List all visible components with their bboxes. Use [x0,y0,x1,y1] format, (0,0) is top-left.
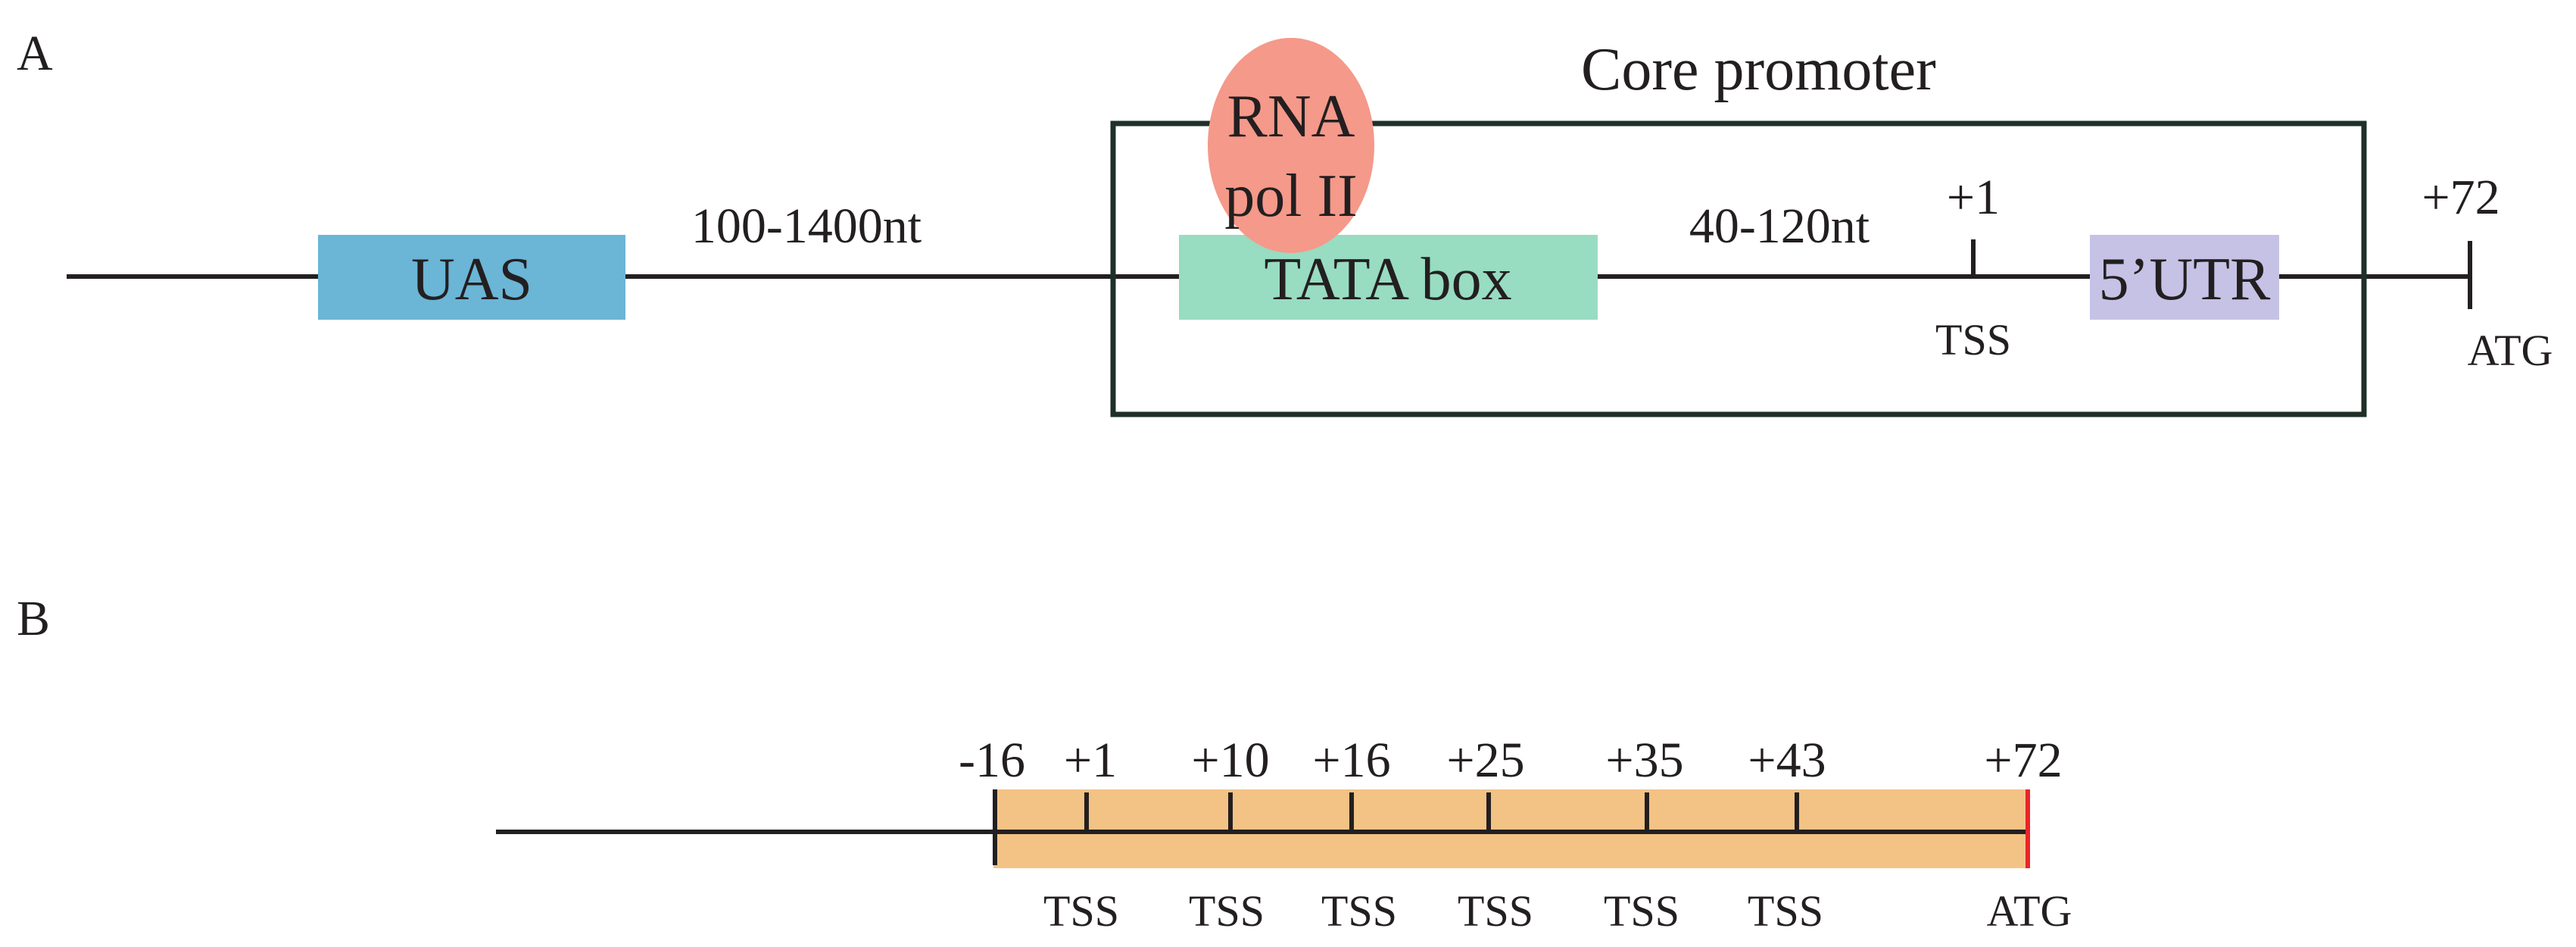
uas-box [318,235,625,320]
start-position-b: -16 [959,733,1025,788]
atg-label-a: ATG [2468,326,2553,375]
rna-pol-ii [1208,38,1374,253]
rna-pol-ii-line2: pol II [1224,163,1358,230]
tata-box-label: TATA box [1264,246,1511,313]
tss-position: +10 [1191,733,1269,788]
tss-label-a: TSS [1935,315,2011,364]
distance-tata-tss: 40-120nt [1689,198,1870,254]
tss-position: +25 [1446,733,1524,788]
rna-pol-ii-line1: RNA [1227,83,1355,150]
tss-position: +16 [1312,733,1390,788]
tata-box [1179,235,1598,320]
tss-position: +35 [1605,733,1683,788]
core-promoter-frame [1110,120,2367,417]
tss-label: TSS [1043,886,1119,936]
tss-label: TSS [1189,886,1265,936]
tss-position-a: +1 [1947,170,2000,225]
core-promoter-label: Core promoter [1581,36,1936,103]
utr-box [2090,235,2279,320]
tss-label: TSS [1321,886,1397,936]
atg-position-b: +72 [1984,733,2062,788]
tss-label: TSS [1458,886,1533,936]
atg-position-a: +72 [2422,170,2500,225]
atg-label-b: ATG [1987,886,2072,936]
tss-position: +43 [1748,733,1826,788]
tss-label: TSS [1604,886,1679,936]
utr-label: 5’UTR [2099,246,2271,313]
tss-position: +1 [1064,733,1117,788]
uas-label: UAS [411,246,532,313]
distance-uas-tata: 100-1400nt [691,198,922,254]
tss-label: TSS [1748,886,1823,936]
panel-b-label: B [17,591,50,646]
panel-a-label: A [17,26,53,81]
transcription-region [993,789,2029,868]
tss-tick-group: +1 TSS +10 TSS +16 TSS +25 TSS +35 TSS +… [1043,733,1826,936]
